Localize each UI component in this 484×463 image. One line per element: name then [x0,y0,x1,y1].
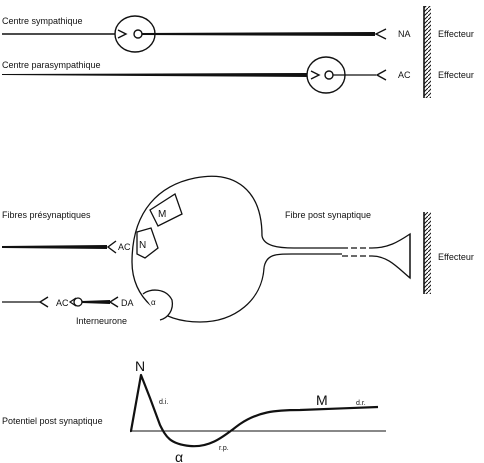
parasympathetic-preganglionic-fiber [2,73,308,77]
middle-effector-hatching [424,212,431,294]
dr-label: d.r. [356,400,366,407]
receptor-site-alpha [142,289,174,321]
interneuron-cell [73,297,83,307]
potential-label: Potentiel post synaptique [2,416,103,426]
site-M-label: M [158,209,166,220]
postsynaptic-potential-graph: Potentiel post synaptique N d.i. α r.p. … [2,358,386,463]
neuron-axon-terminal [371,232,411,280]
top-effector: Effecteur Effecteur [423,6,474,98]
middle-effector: Effecteur [423,212,474,294]
interneuron-fork [68,297,77,307]
alpha-label: α [175,449,183,463]
sympathetic-terminal-fork [374,28,387,40]
parasympathetic-terminal-fork [375,69,387,81]
presynaptic-fiber-2-fork [38,296,49,308]
top-effector-hatching [424,6,431,98]
di-label: d.i. [159,399,168,406]
sympathetic-pathway: Centre sympathique NA [2,15,411,53]
top-effector-label-1: Effecteur [438,29,474,39]
postsynaptic-neuron: M N α [131,175,411,323]
interneuron-fiber [82,300,110,304]
parasympathetic-synapse-fork [310,70,321,80]
receptor-site-N [136,227,159,259]
postsynaptic-fiber-label: Fibre post synaptique [285,210,371,220]
peak-M-label: M [316,392,328,408]
parasympathetic-pathway: Centre parasympathique AC [2,56,411,94]
sympathetic-ganglion-cell [133,29,143,39]
receptor-site-M [149,193,183,227]
presynaptic-fibers: Fibres présynaptiques AC AC DA Interneur… [2,210,134,326]
sympathetic-transmitter: NA [398,29,411,39]
site-alpha-label: α [151,298,156,307]
neuron-axon-upper [261,235,342,249]
parasympathetic-ganglion-cell [324,70,334,80]
rp-label: r.p. [219,445,229,452]
interneuron-terminal-fork [108,296,119,308]
potential-trace [129,373,379,448]
neuron-axon-lower [263,255,342,269]
sympathetic-postganglionic-fiber [142,32,375,36]
interneuron-out-transmitter: DA [121,298,134,308]
presynaptic-fiber-1-fork [106,240,117,254]
sympathetic-center-label: Centre sympathique [2,16,83,26]
middle-effector-label: Effecteur [438,252,474,262]
presynaptic-fiber-1 [2,245,107,249]
parasympathetic-transmitter: AC [398,70,411,80]
sympathetic-synapse-fork [117,29,128,39]
interneuron-in-transmitter: AC [56,298,69,308]
presynaptic-fiber-1-transmitter: AC [118,242,131,252]
presynaptic-label: Fibres présynaptiques [2,210,91,220]
top-effector-label-2: Effecteur [438,70,474,80]
site-N-label: N [139,240,146,251]
parasympathetic-center-label: Centre parasympathique [2,60,101,70]
peak-N-label: N [135,358,145,374]
interneuron-label: Interneurone [76,316,127,326]
